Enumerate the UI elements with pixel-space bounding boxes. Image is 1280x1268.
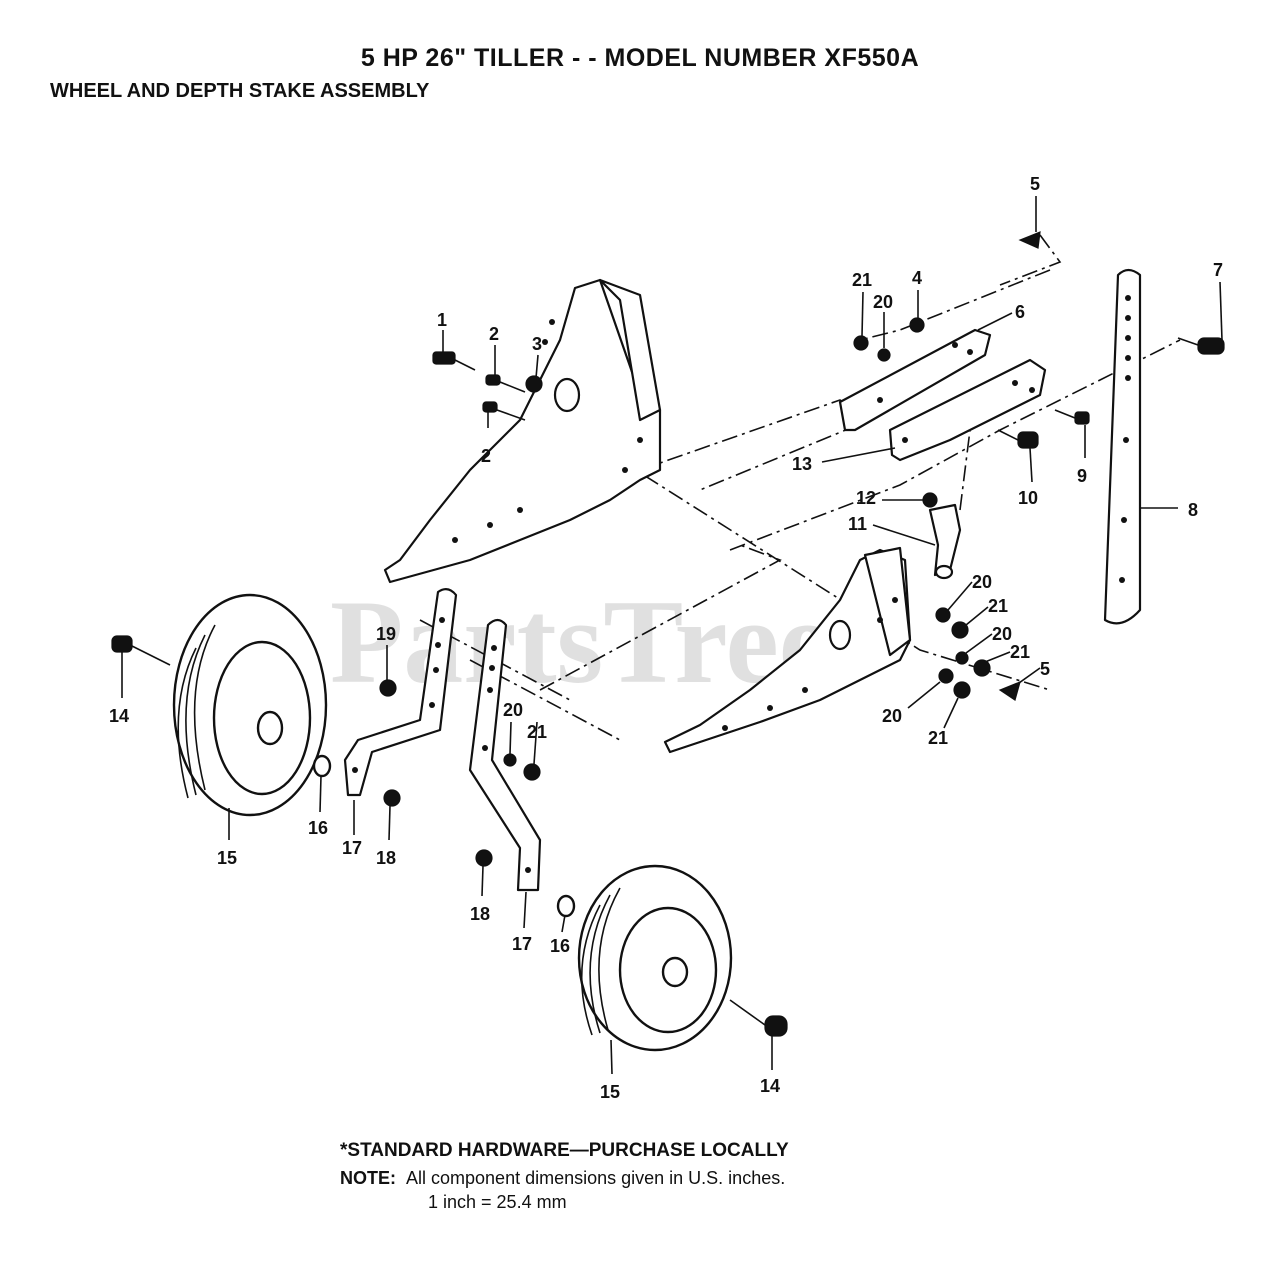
hardware <box>111 231 1225 1037</box>
note-label: NOTE: <box>340 1168 396 1188</box>
wheel-bracket-right <box>468 618 542 892</box>
left-main-bracket <box>383 278 662 584</box>
callout-21: 21 <box>527 722 547 742</box>
alignment-lines <box>419 234 1181 741</box>
callout-20: 20 <box>882 706 902 726</box>
diagram-subtitle: WHEEL AND DEPTH STAKE ASSEMBLY <box>50 80 430 102</box>
callout-2: 2 <box>481 446 491 466</box>
callout-20: 20 <box>972 572 992 592</box>
dimensions-note: NOTE: All component dimensions given in … <box>340 1168 785 1189</box>
callout-14: 14 <box>760 1076 780 1096</box>
depth-stake <box>1103 268 1142 625</box>
wheel-bracket-left <box>343 588 458 797</box>
wheel-right <box>577 864 733 1052</box>
callout-10: 10 <box>1018 488 1038 508</box>
callout-9: 9 <box>1077 466 1087 486</box>
callout-21: 21 <box>852 270 872 290</box>
callout-18: 18 <box>376 848 396 868</box>
callout-20: 20 <box>873 292 893 312</box>
callout-12: 12 <box>856 488 876 508</box>
callout-3: 3 <box>532 334 542 354</box>
callout-7: 7 <box>1213 260 1223 280</box>
note-text: All component dimensions given in U.S. i… <box>406 1168 786 1188</box>
callout-5: 5 <box>1040 659 1050 679</box>
wheel-left <box>172 593 328 817</box>
diagram-title: 5 HP 26" TILLER - - MODEL NUMBER XF550A <box>360 44 920 72</box>
callout-8: 8 <box>1188 500 1198 520</box>
callout-5: 5 <box>1030 174 1040 194</box>
callout-15: 15 <box>600 1082 620 1102</box>
callout-21: 21 <box>928 728 948 748</box>
callout-labels: 1 2 2 3 4 5 5 6 7 8 9 10 11 12 13 14 14 … <box>109 174 1223 1102</box>
callout-19: 19 <box>376 624 396 644</box>
callout-18: 18 <box>470 904 490 924</box>
callout-13: 13 <box>792 454 812 474</box>
callout-15: 15 <box>217 848 237 868</box>
watermark: PartsTree <box>330 575 832 708</box>
stake-bracket <box>928 503 962 580</box>
callout-20: 20 <box>992 624 1012 644</box>
callout-21: 21 <box>1010 642 1030 662</box>
callout-14: 14 <box>109 706 129 726</box>
callout-17: 17 <box>342 838 362 858</box>
callout-21: 21 <box>988 596 1008 616</box>
right-main-bracket <box>663 546 912 754</box>
callout-16: 16 <box>550 936 570 956</box>
depth-stake-plates <box>838 328 1047 462</box>
callout-20: 20 <box>503 700 523 720</box>
callout-6: 6 <box>1015 302 1025 322</box>
leader-lines <box>121 196 1223 1075</box>
callout-2: 2 <box>489 324 499 344</box>
callout-11: 11 <box>848 514 867 534</box>
callout-16: 16 <box>308 818 328 838</box>
callout-4: 4 <box>912 268 922 288</box>
conversion-note: 1 inch = 25.4 mm <box>428 1192 567 1212</box>
callout-1: 1 <box>437 310 447 330</box>
hardware-note: *STANDARD HARDWARE—PURCHASE LOCALLY <box>340 1140 789 1161</box>
callout-17: 17 <box>512 934 532 954</box>
